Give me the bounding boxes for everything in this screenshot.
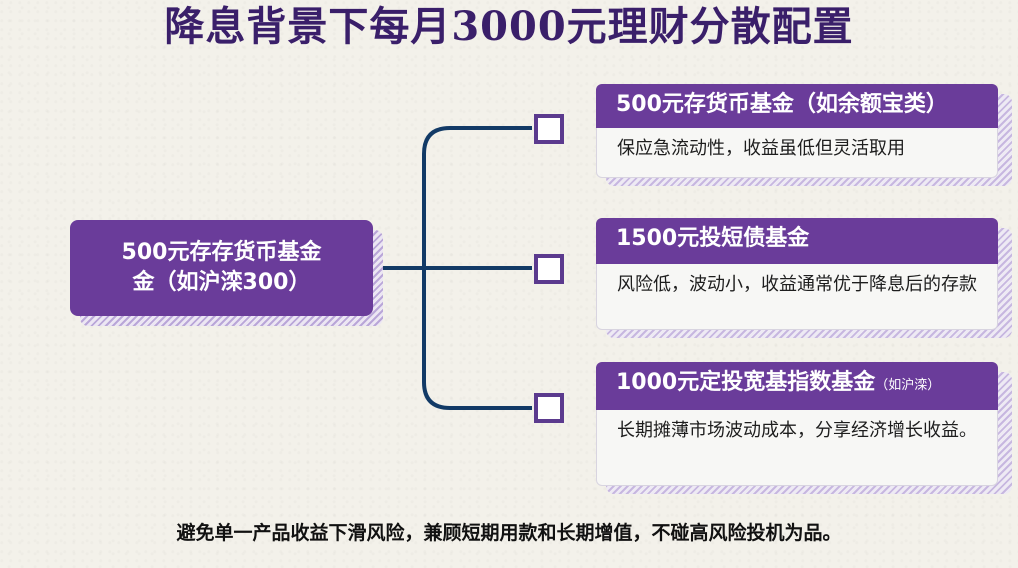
checkbox-option-1[interactable] <box>534 114 564 144</box>
checkbox-option-2[interactable] <box>534 254 564 284</box>
root-node-line-2: 金（如沪滦300） <box>132 270 311 295</box>
checkbox-option-3[interactable] <box>534 393 564 423</box>
option-3-heading: 1000元定投宽基指数基金（如沪滦） <box>596 362 998 410</box>
option-3-heading-text: 1000元定投宽基指数基金 <box>616 370 876 395</box>
option-1-heading: 500元存货币基金（如余额宝类） <box>596 84 998 128</box>
option-2-description: 风险低，波动小，收益通常优于降息后的存款 <box>596 264 998 330</box>
root-node: 500元存存货币基金 金（如沪滦300） <box>70 220 373 316</box>
footer-summary: 避免单一产品收益下滑风险，兼顾短期用款和长期增值，不碰高风险投机为品。 <box>176 522 842 544</box>
option-2-heading: 1500元投短债基金 <box>596 218 998 264</box>
option-2-heading-text: 1500元投短债基金 <box>616 226 810 251</box>
option-3-description: 长期摊薄市场波动成本，分享经济增长收益。 <box>596 410 998 486</box>
option-3-heading-note: （如沪滦） <box>875 378 941 393</box>
option-1-heading-text: 500元存货币基金（如余额宝类） <box>616 92 948 117</box>
page-title: 降息背景下每月3000元理财分散配置 <box>164 3 854 50</box>
root-node-line-1: 500元存存货币基金 <box>121 240 322 265</box>
option-1-description: 保应急流动性，收益虽低但灵活取用 <box>596 128 998 178</box>
